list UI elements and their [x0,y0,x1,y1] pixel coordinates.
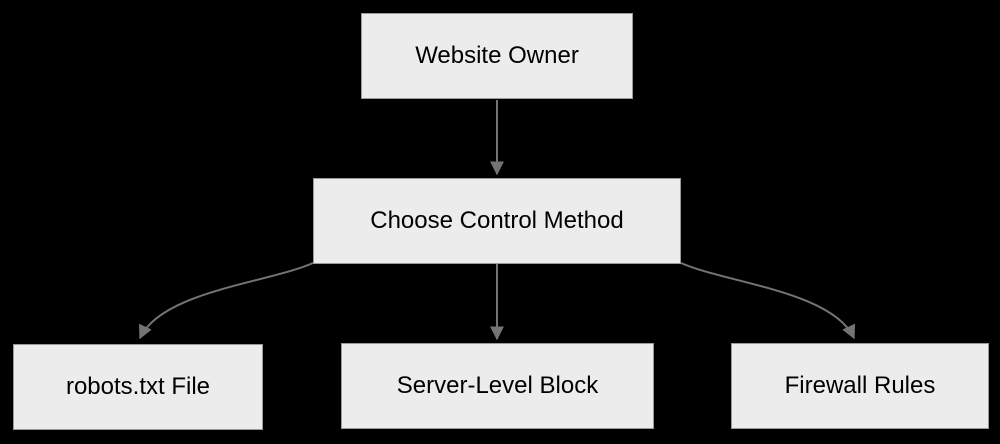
node-robots-txt-file: robots.txt File [13,344,263,430]
node-label: Website Owner [415,41,579,69]
edge-choose-to-firewall [680,262,855,340]
node-firewall-rules: Firewall Rules [731,343,989,429]
node-website-owner: Website Owner [361,13,633,99]
node-label: Server-Level Block [396,371,599,399]
node-choose-control-method: Choose Control Method [313,178,681,264]
node-label: Firewall Rules [784,371,936,399]
node-label: Choose Control Method [370,206,624,234]
node-label: robots.txt File [65,372,211,400]
node-server-level-block: Server-Level Block [341,343,654,429]
edge-choose-to-robots [139,262,314,340]
